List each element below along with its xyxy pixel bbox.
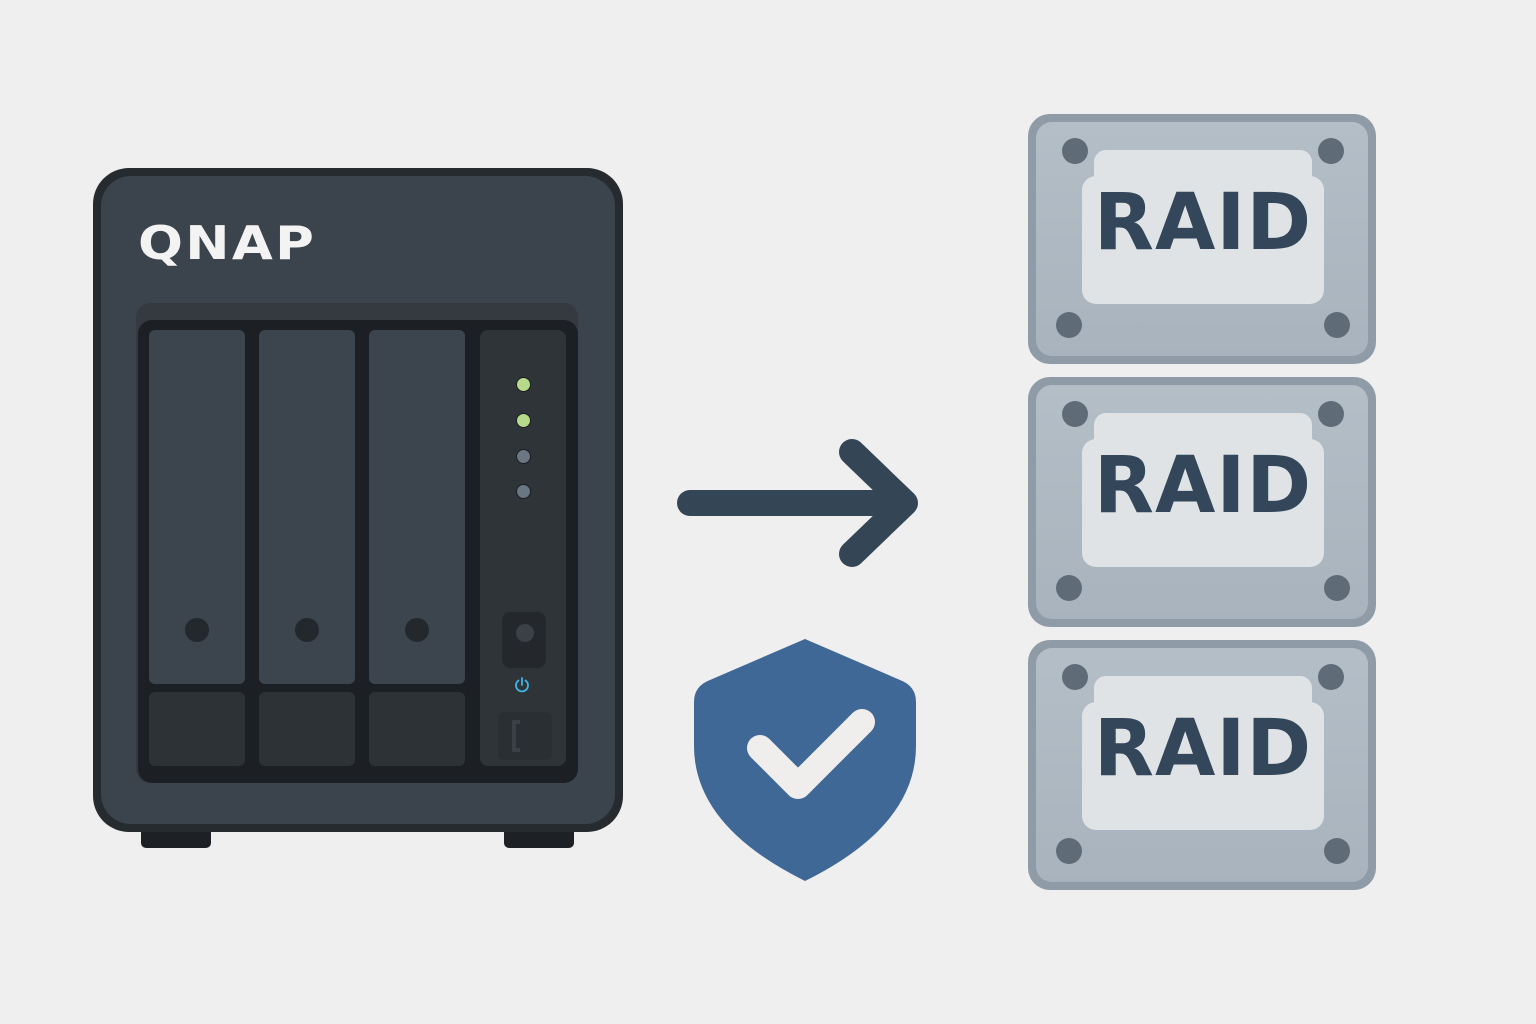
raid-drive-2: RAID [1028, 377, 1376, 627]
screw-icon [1062, 138, 1088, 164]
tray-handle-1 [149, 692, 245, 766]
bracket-icon [512, 720, 520, 752]
usb-port [502, 612, 546, 668]
raid-label-plate: RAID [1082, 413, 1324, 567]
raid-label: RAID [1093, 441, 1313, 531]
control-panel [480, 330, 566, 766]
tray-handle-3 [369, 692, 465, 766]
tray-latch-icon [185, 618, 209, 642]
status-led-3 [516, 449, 531, 464]
usb-port-icon [516, 624, 534, 642]
tray-latch-icon [295, 618, 319, 642]
raid-label: RAID [1093, 704, 1313, 794]
raid-label: RAID [1093, 178, 1313, 268]
copy-button [498, 712, 552, 760]
drive-tray-3 [369, 330, 465, 684]
screw-icon [1318, 138, 1344, 164]
raid-label-plate: RAID [1082, 676, 1324, 830]
nas-brand-logo: QNAP [138, 216, 317, 270]
drive-tray-2 [259, 330, 355, 684]
screw-icon [1062, 401, 1088, 427]
power-icon [515, 677, 529, 693]
label-plate-body [1082, 702, 1324, 830]
tray-latch-icon [405, 618, 429, 642]
screw-icon [1056, 312, 1082, 338]
screw-icon [1318, 401, 1344, 427]
screw-icon [1318, 664, 1344, 690]
screw-icon [1324, 312, 1350, 338]
screw-icon [1062, 664, 1088, 690]
status-led-4 [516, 484, 531, 499]
arrow-right-icon [677, 439, 918, 567]
drive-tray-1 [149, 330, 245, 684]
raid-drive-1: RAID [1028, 114, 1376, 364]
raid-label-plate: RAID [1082, 150, 1324, 304]
tray-handle-2 [259, 692, 355, 766]
screw-icon [1056, 838, 1082, 864]
status-led-1 [516, 377, 531, 392]
raid-drive-3: RAID [1028, 640, 1376, 890]
screw-icon [1324, 838, 1350, 864]
status-led-2 [516, 413, 531, 428]
label-plate-body [1082, 176, 1324, 304]
label-plate-body [1082, 439, 1324, 567]
screw-icon [1056, 575, 1082, 601]
screw-icon [1324, 575, 1350, 601]
shield-check-icon [694, 639, 916, 881]
